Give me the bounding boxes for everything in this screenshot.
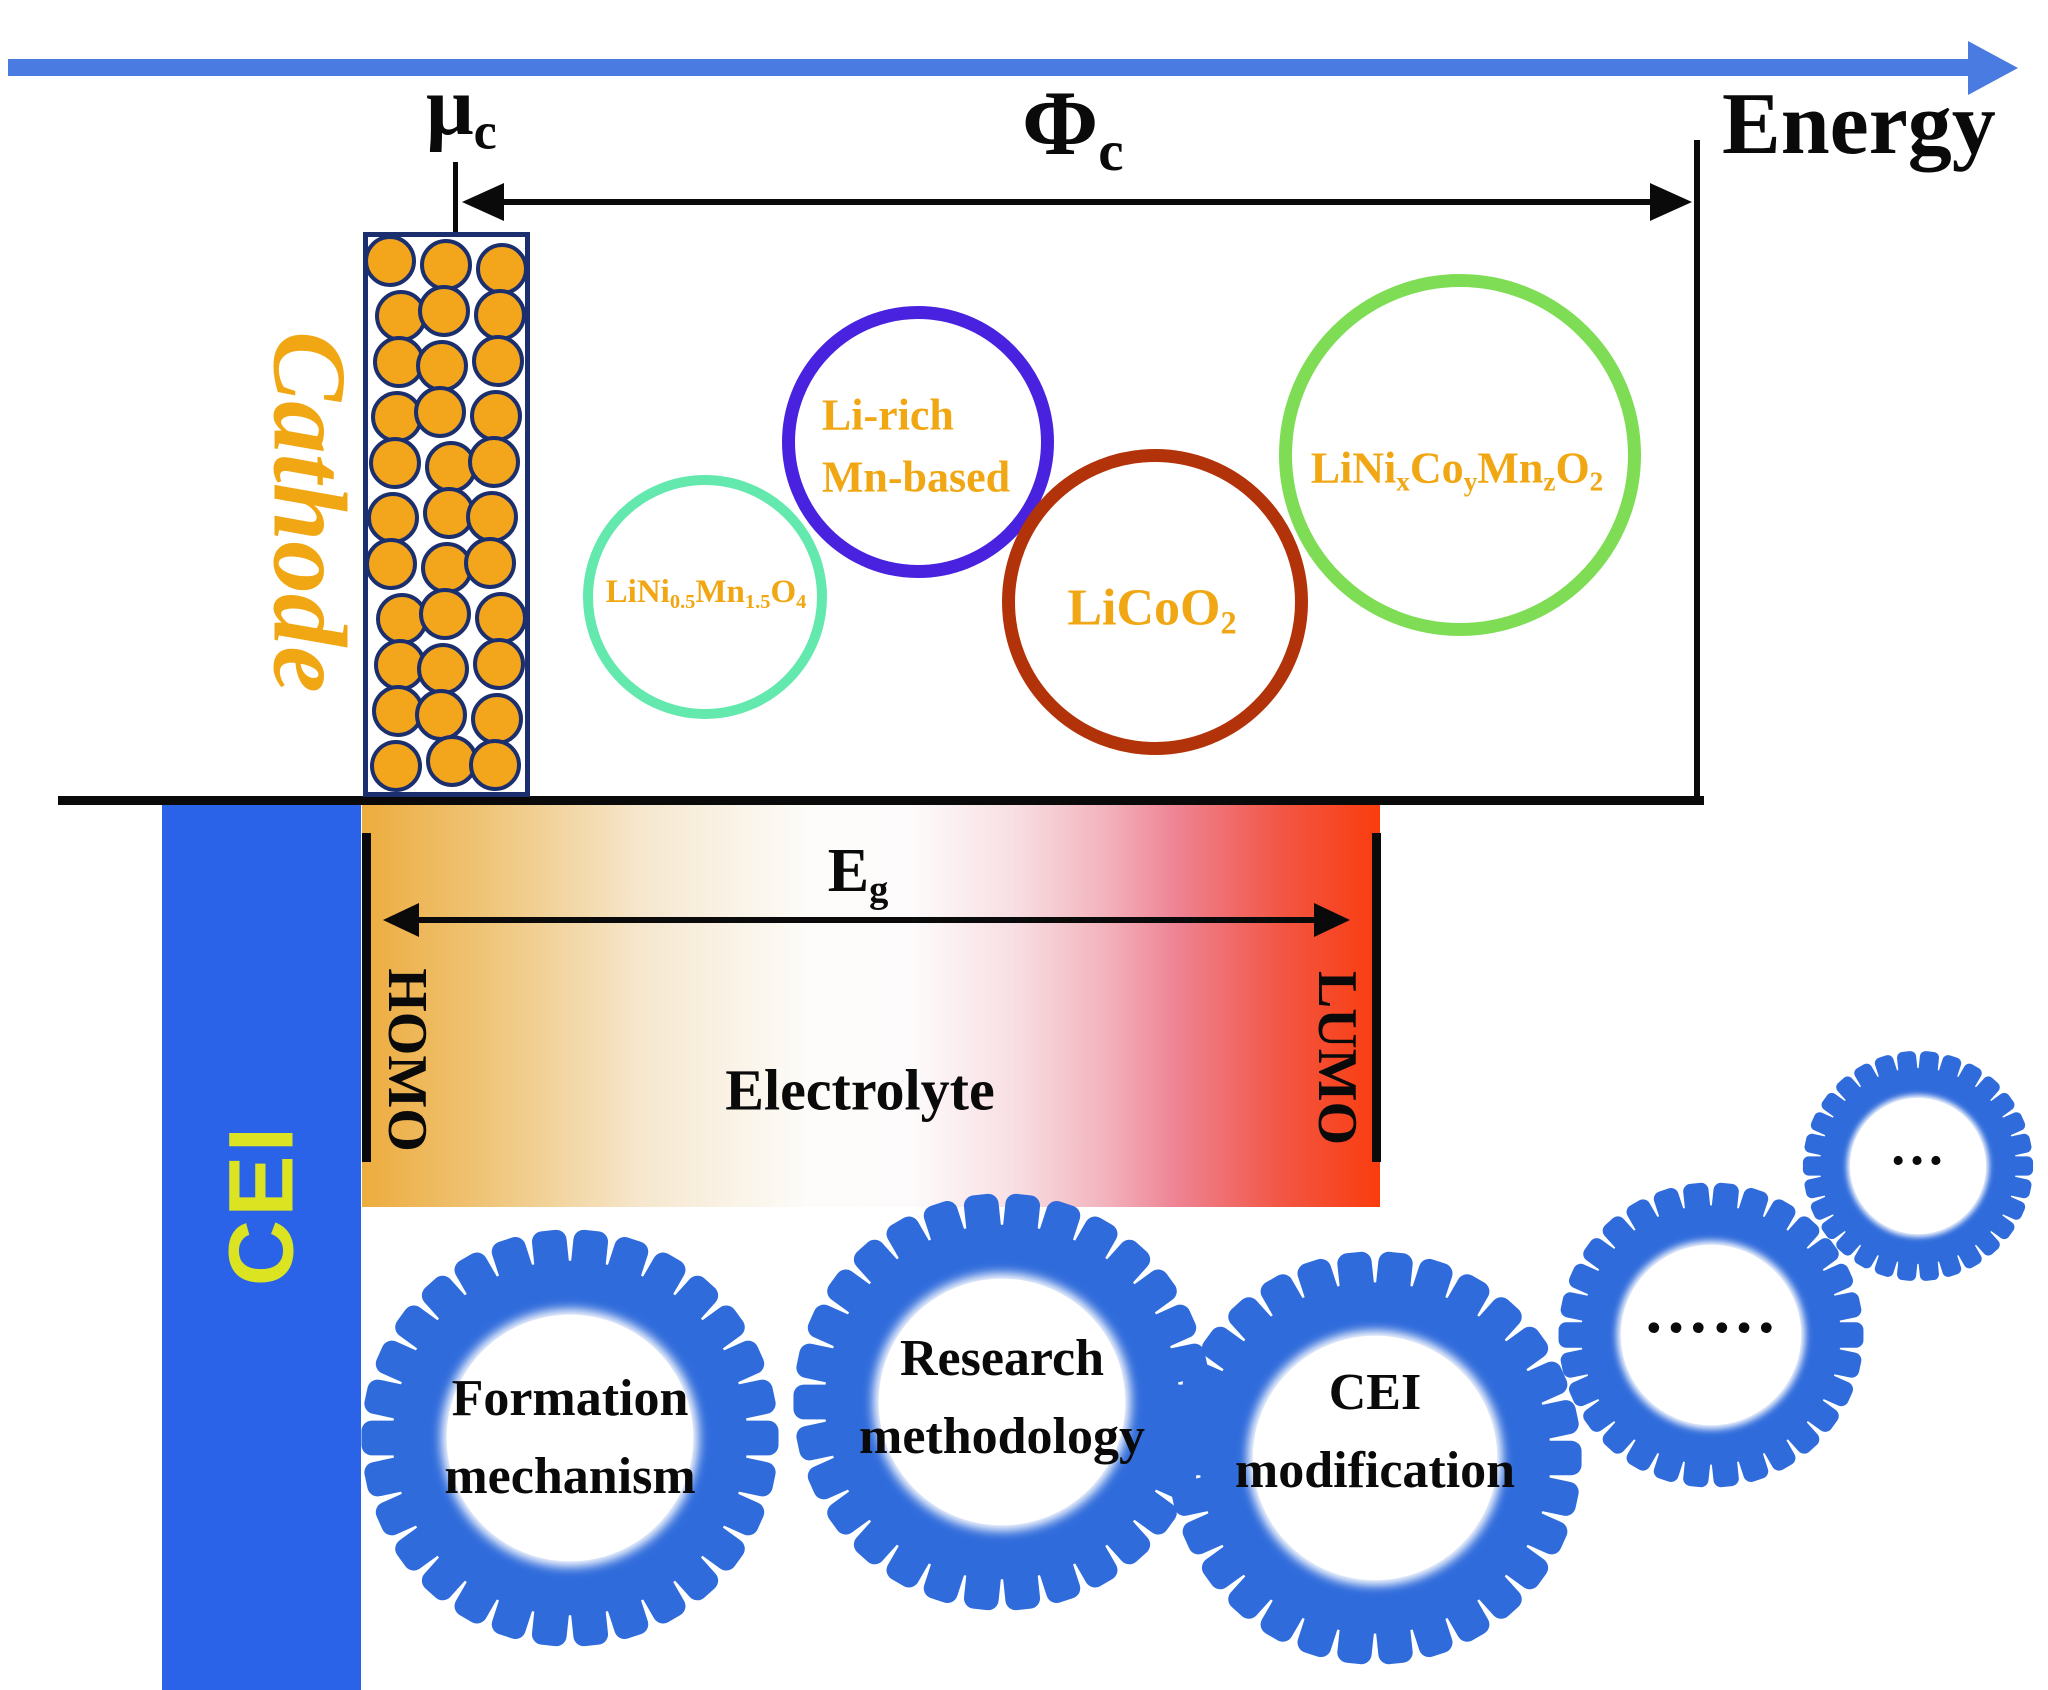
material-ring-lnmo: [583, 475, 827, 719]
material-label-lnmo: LiNi0.5Mn1.5O4: [605, 574, 807, 613]
cathode-particle: [469, 739, 521, 791]
cathode-particle: [470, 390, 522, 442]
cathode-particle: [420, 239, 472, 291]
material-label-line: Li-rich: [821, 390, 954, 440]
cathode-particles-box: [363, 232, 530, 797]
gear-icon: [361, 1229, 779, 1647]
gear-label-line: CEI: [1328, 1364, 1422, 1421]
gear--: ……: [1556, 1180, 1866, 1490]
chemical-potential-label: μc: [426, 60, 497, 161]
arrowhead-left-icon: [462, 183, 504, 221]
band-gap-arrow-line: [404, 917, 1332, 923]
gear--: …: [1801, 1049, 2035, 1283]
electrolyte-label: Electrolyte: [725, 1057, 995, 1123]
gear-label-line: methodology: [859, 1408, 1145, 1465]
energy-axis-line: [8, 59, 1972, 76]
cathode-particle: [471, 693, 523, 745]
arrowhead-right-icon: [1650, 183, 1692, 221]
gear-icon: [1802, 1051, 2034, 1281]
work-function-arrow-line: [486, 199, 1662, 205]
cathode-particle: [474, 289, 525, 341]
cathode-particle: [475, 592, 525, 644]
gear-label-line: mechanism: [444, 1448, 696, 1505]
lumo-label: LUMO: [1306, 970, 1368, 1146]
cathode-particle: [464, 537, 516, 589]
homo-level-line: [362, 833, 371, 1162]
cathode-particle: [370, 740, 422, 792]
cathode-particle: [369, 437, 421, 489]
cathode-particle: [414, 386, 466, 438]
material-label-ncm: LiNixCoyMnzO2: [1310, 443, 1604, 497]
chemical-potential-level-line: [453, 162, 458, 236]
cathode-particle: [415, 689, 467, 741]
homo-label: HOMO: [376, 968, 438, 1152]
gear-icon: [1558, 1182, 1864, 1488]
gear-research: Research methodology: [790, 1190, 1214, 1614]
cathode-particle: [473, 638, 525, 690]
cathode-particle: [368, 237, 416, 287]
cathode-particle: [417, 643, 469, 695]
lumo-level-line: [1372, 833, 1381, 1162]
gear-label-line: modification: [1234, 1442, 1516, 1499]
cei-bar: [162, 805, 361, 1690]
gear-label-line: Research: [899, 1330, 1105, 1387]
cathode-particle: [368, 492, 419, 544]
cathode-particle: [476, 243, 525, 295]
cathode-particle: [466, 491, 518, 543]
cathode-particle: [468, 436, 520, 488]
material-label-lco: LiCoO2: [1067, 579, 1237, 641]
gear-icon: [793, 1193, 1211, 1611]
cathode-electrolyte-divider-line: [58, 796, 1704, 805]
gear-cei: CEI modification: [1165, 1248, 1585, 1668]
gear-formation: Formation mechanism: [358, 1226, 782, 1650]
cei-label: CEI: [210, 1123, 313, 1287]
cathode-particle: [418, 285, 470, 337]
gear-label-line: ……: [1643, 1274, 1779, 1347]
cathode-label: Cathode: [251, 331, 369, 693]
energy-axis-vertical-line: [1694, 140, 1700, 800]
work-function-label: Φc: [1022, 72, 1124, 183]
gear-icon: [1168, 1251, 1582, 1665]
cathode-particle: [368, 538, 417, 590]
gear-label-line: Formation: [451, 1370, 689, 1427]
energy-axis-arrowhead-icon: [1968, 41, 2018, 95]
material-label-line: Mn-based: [821, 452, 1011, 501]
band-gap-label: Eg: [827, 837, 889, 911]
cathode-particle: [425, 441, 477, 493]
cathode-particle: [416, 340, 468, 392]
material-label-li-rich: Li-rich Mn-based: [822, 384, 1010, 507]
arrowhead-right-icon: [1314, 903, 1350, 937]
electrolyte-stability-window: [362, 805, 1380, 1207]
cathode-particle: [419, 588, 471, 640]
energy-axis-label: Energy: [1722, 76, 1996, 173]
arrowhead-left-icon: [383, 903, 419, 937]
cathode-particle: [472, 335, 524, 387]
gear-label-line: …: [1889, 1115, 1947, 1177]
